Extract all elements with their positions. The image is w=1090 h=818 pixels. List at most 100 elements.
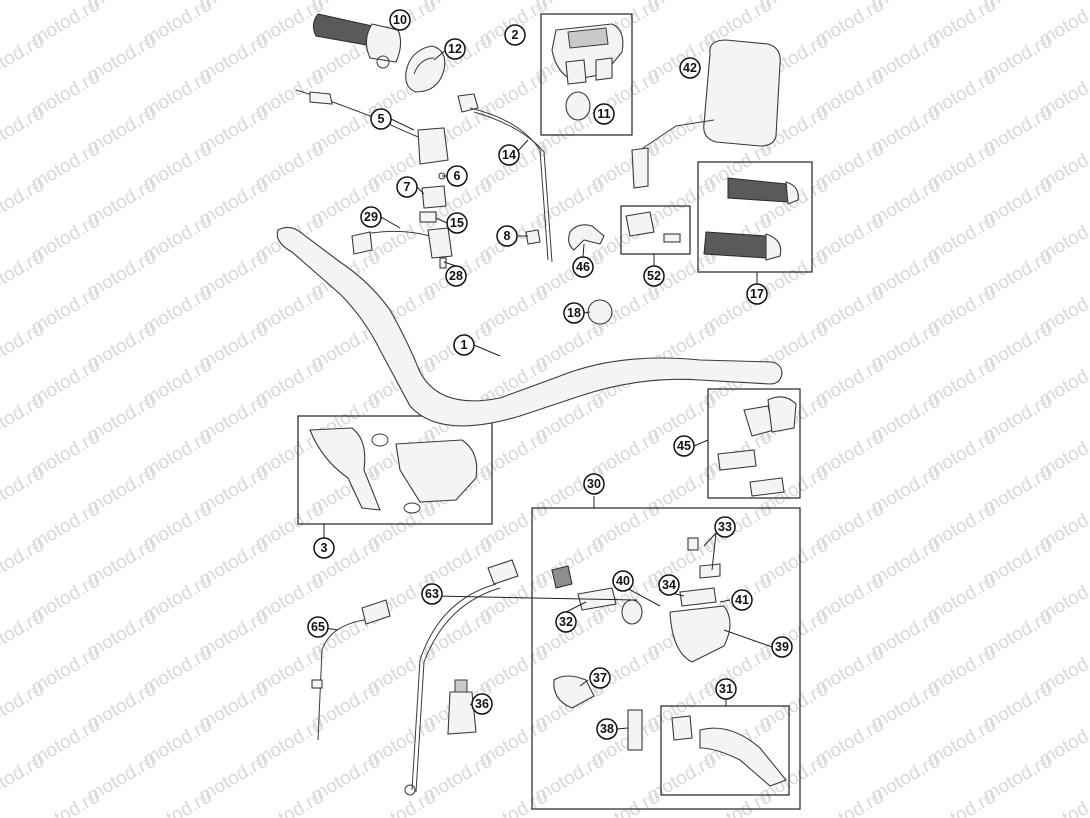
watermark-text: motod.ru [700,787,775,818]
callout-part-52[interactable]: 52 [643,265,665,287]
watermark-text: motod.ru [0,319,47,375]
callout-part-29[interactable]: 29 [360,206,382,228]
svg-text:32: 32 [559,615,573,629]
callout-part-28[interactable]: 28 [445,265,467,287]
callout-part-12[interactable]: 12 [444,38,466,60]
callout-part-30[interactable]: 30 [583,473,605,495]
svg-text:12: 12 [448,42,462,56]
watermark-text: motod.ru [0,391,47,447]
watermark-text: motod.ru [364,787,439,818]
callout-part-37[interactable]: 37 [589,667,611,689]
cap-drawing [587,299,613,325]
callout-part-34[interactable]: 34 [658,574,680,596]
svg-text:5: 5 [378,112,385,126]
svg-text:46: 46 [576,260,590,274]
svg-text:45: 45 [677,439,691,453]
watermark-text: motod.ru [0,463,47,519]
watermark-text: motod.ru [1036,787,1090,818]
svg-text:18: 18 [567,306,581,320]
callout-part-18[interactable]: 18 [563,302,585,324]
svg-text:6: 6 [454,169,461,183]
frame-part-30-group [531,507,801,810]
svg-text:33: 33 [718,520,732,534]
handguard-drawing [309,427,478,514]
svg-text:11: 11 [597,107,610,121]
svg-text:2: 2 [512,28,519,42]
watermark-text: motod.ru [0,0,47,14]
callout-part-33[interactable]: 33 [714,516,736,538]
callout-part-46[interactable]: 46 [572,256,594,278]
svg-text:1: 1 [461,338,468,352]
callout-part-38[interactable]: 38 [596,718,618,740]
callout-part-10[interactable]: 10 [389,9,411,31]
throttle-housing-drawing [405,45,446,93]
callout-part-65[interactable]: 65 [307,616,329,638]
svg-text:29: 29 [364,210,378,224]
callout-part-7[interactable]: 7 [396,176,418,198]
handlebar-drawing [276,226,783,427]
callout-part-45[interactable]: 45 [673,435,695,457]
switch-unit-drawing [551,23,624,85]
callout-part-31[interactable]: 31 [715,678,737,700]
callout-part-5[interactable]: 5 [370,108,392,130]
callout-part-6[interactable]: 6 [446,165,468,187]
connector-drawing [625,211,681,243]
fluid-bottle-drawing [447,679,477,735]
watermark-text: motod.ru [0,751,47,807]
callout-part-3[interactable]: 3 [313,537,335,559]
callout-part-15[interactable]: 15 [446,212,468,234]
svg-text:37: 37 [593,671,607,685]
watermark-text: motod.ru [140,787,215,818]
svg-text:15: 15 [450,216,464,230]
svg-text:36: 36 [475,697,489,711]
watermark-text: motod.ru [0,31,47,87]
callout-part-40[interactable]: 40 [612,570,634,592]
mirror-drawing [631,39,781,189]
svg-text:31: 31 [719,682,733,696]
callout-part-41[interactable]: 41 [731,589,753,611]
callout-part-11[interactable]: 11 [593,103,615,125]
callout-part-63[interactable]: 63 [421,583,443,605]
callout-part-36[interactable]: 36 [471,693,493,715]
clutch-switch-drawing [295,89,449,165]
watermark-text: motod.ru [252,787,327,818]
watermark-text: motod.ru [28,787,103,818]
grips-drawing [703,177,799,261]
callout-part-8[interactable]: 8 [496,225,518,247]
frame-part-45-group [707,388,801,499]
callout-part-32[interactable]: 32 [555,611,577,633]
svg-text:14: 14 [502,148,516,162]
ring-drawing [565,91,591,121]
frame-part-3-group [297,415,493,525]
watermark-text: motod.ru [0,607,47,663]
svg-text:3: 3 [321,541,328,555]
watermark-text: motod.ru [0,535,47,591]
bracket-drawing [421,172,447,209]
callout-part-17[interactable]: 17 [746,283,768,305]
svg-text:28: 28 [449,269,463,283]
svg-text:8: 8 [504,229,511,243]
callout-part-14[interactable]: 14 [498,144,520,166]
svg-text:34: 34 [662,578,676,592]
watermark-text: motod.ru [0,679,47,735]
callout-part-39[interactable]: 39 [771,636,793,658]
callout-part-1[interactable]: 1 [453,334,475,356]
watermark-text: motod.ru [0,103,47,159]
frame-part-52-group [620,205,691,255]
clamp-drawing [568,224,605,251]
callout-part-2[interactable]: 2 [504,24,526,46]
frame-part-31-group [660,705,790,796]
svg-text:17: 17 [750,287,764,301]
clutch-cable-drawing [404,559,519,796]
svg-text:40: 40 [616,574,630,588]
hot-start-drawing [311,599,391,741]
callout-part-42[interactable]: 42 [679,57,701,79]
watermark-text: motod.ru [588,787,663,818]
watermark-text: motod.ru [0,247,47,303]
svg-text:42: 42 [683,61,697,75]
watermark-text: motod.ru [476,787,551,818]
watermark-text: motod.ru [812,787,887,818]
svg-text:30: 30 [587,477,601,491]
svg-text:52: 52 [647,269,661,283]
